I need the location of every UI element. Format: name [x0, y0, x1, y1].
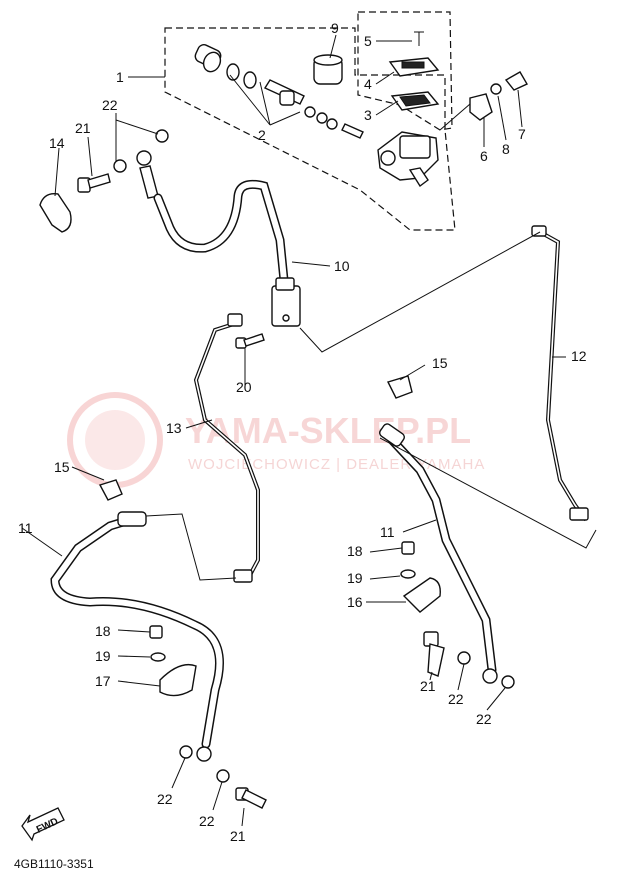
washer-top-b: [155, 129, 169, 143]
callout-11-right: 11: [380, 524, 395, 540]
callout-6: 6: [480, 148, 488, 164]
callout-20: 20: [236, 379, 252, 395]
union-bolt-bottom-right: [423, 631, 445, 677]
washer-bottom-left-a: [179, 745, 193, 759]
callout-9: 9: [331, 20, 339, 36]
washer-top-a: [113, 159, 127, 173]
reservoir-cap-parts: [388, 31, 440, 111]
callout-19-left: 19: [95, 648, 111, 664]
callout-22-bottom-right-a: 22: [448, 691, 464, 707]
lower-brake-hose-right: [379, 375, 498, 684]
washer-bottom-right-b: [501, 675, 515, 689]
callout-2: 2: [258, 127, 266, 143]
brake-pipe-right: [531, 225, 589, 522]
callout-8: 8: [502, 141, 510, 157]
callout-17: 17: [95, 673, 111, 689]
callout-22-bottom-left-b: 22: [199, 813, 215, 829]
clamp-left: [149, 625, 197, 697]
clamp-right: [400, 541, 441, 613]
callout-18-right: 18: [347, 543, 363, 559]
callout-3: 3: [364, 107, 372, 123]
callout-7: 7: [518, 126, 526, 142]
part-20-bolt: [235, 333, 265, 349]
master-cylinder-kit: [194, 44, 364, 139]
callout-18-left: 18: [95, 623, 111, 639]
brake-hose-joint: [271, 277, 301, 327]
callout-16: 16: [347, 594, 363, 610]
diagram-code: 4GB1110-3351: [14, 857, 94, 871]
callout-22-bottom-right-b: 22: [476, 711, 492, 727]
callout-1: 1: [116, 69, 124, 85]
master-cylinder-body: [377, 131, 439, 188]
callout-14: 14: [49, 135, 65, 151]
upper-brake-hose: [136, 150, 289, 285]
leader-lines: [21, 34, 597, 827]
callout-21-bottom-right: 21: [420, 678, 436, 694]
union-bolt-bottom-left: [235, 787, 267, 809]
callout-5: 5: [364, 33, 372, 49]
callout-21-bottom-left: 21: [230, 828, 246, 844]
callout-13: 13: [166, 420, 182, 436]
union-bolt-top: [77, 173, 111, 193]
callout-numbers: 1 2 3 4 5 6 7 8 9 10 11 11 12 13 14 15 1…: [18, 20, 587, 844]
callout-15-left: 15: [54, 459, 70, 475]
callout-10: 10: [334, 258, 350, 274]
callout-15-right: 15: [432, 355, 448, 371]
callout-11-left: 11: [18, 520, 33, 536]
part-9-sleeve: [313, 54, 343, 85]
callout-4: 4: [364, 76, 372, 92]
part-14-cover: [39, 193, 72, 233]
callout-22-top: 22: [102, 97, 118, 113]
callout-19-right: 19: [347, 570, 363, 586]
brake-pipe-left: [193, 313, 260, 583]
callout-12: 12: [571, 348, 587, 364]
fwd-arrow: FWD: [21, 807, 65, 842]
washer-bottom-right-a: [457, 651, 471, 665]
kit-boundary-outer: [164, 27, 456, 231]
watermark-site: YAMA-SKLEP.PL: [185, 410, 471, 451]
holder-bolt-washer: [439, 71, 528, 131]
lower-brake-hose-left: [50, 479, 224, 762]
washer-bottom-left-b: [216, 769, 230, 783]
callout-21-top: 21: [75, 120, 91, 136]
callout-22-bottom-left-a: 22: [157, 791, 173, 807]
